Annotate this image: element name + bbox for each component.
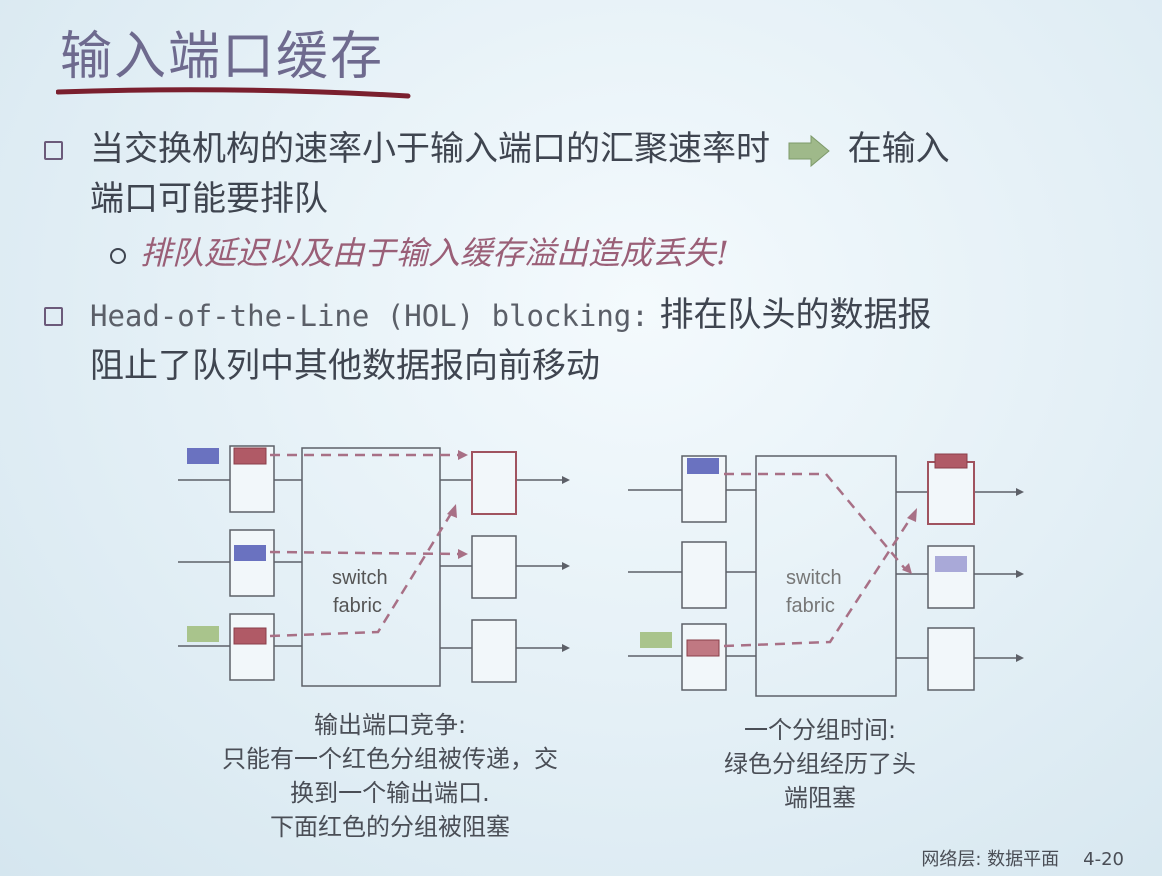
hol-term: Head-of-the-Line (HOL) blocking: <box>90 299 649 333</box>
bullet-2: Head-of-the-Line (HOL) blocking: 排在队头的数据… <box>44 290 1104 391</box>
bullet-2-line-2: 阻止了队列中其他数据报向前移动 <box>90 346 600 386</box>
switch-fabric <box>301 447 441 687</box>
page-number: 4-20 <box>1083 849 1124 870</box>
packet-green <box>187 626 219 642</box>
fabric-label-1: switch <box>786 567 842 589</box>
sub-bullet: 排队延迟以及由于输入缓存溢出造成丢失! <box>110 228 729 274</box>
bullet-2-text: 排在队头的数据报 <box>648 295 932 335</box>
caption-left: 输出端口竞争: 只能有一个红色分组被传递，交 换到一个输出端口. 下面红色的分组… <box>180 708 600 844</box>
fabric-label-1: switch <box>332 567 388 589</box>
bullet-1: 当交换机构的速率小于输入端口的汇聚速率时 在输入 端口可能要排队 <box>44 124 1074 224</box>
output-port-1 <box>471 451 517 515</box>
dashed-path-2 <box>269 550 459 556</box>
packet-blue <box>187 448 219 464</box>
title-underline <box>56 87 411 99</box>
caption-left-line-2: 只能有一个红色分组被传递，交 <box>222 745 558 773</box>
input-port-3 <box>681 623 727 691</box>
bullet-1-text-after: 在输入 <box>847 129 950 169</box>
packet-blue <box>687 458 719 474</box>
caption-left-line-4: 下面红色的分组被阻塞 <box>270 813 510 841</box>
packet-red <box>233 627 267 645</box>
bullet-1-line-2: 端口可能要排队 <box>90 179 328 219</box>
slide-title: 输入端口缓存 <box>60 27 385 87</box>
caption-right: 一个分组时间: 绿色分组经历了头 端阻塞 <box>690 713 950 815</box>
dashed-path-1 <box>724 472 907 571</box>
output-port-1 <box>927 461 975 525</box>
right-arrow-icon <box>788 134 830 168</box>
packet-blue <box>234 545 266 561</box>
dashed-path-2 <box>723 515 914 648</box>
square-bullet-icon <box>44 307 63 326</box>
caption-left-line-3: 换到一个输出端口. <box>290 779 490 807</box>
switch-fabric <box>755 455 897 697</box>
footer-section: 网络层: 数据平面 <box>921 849 1060 870</box>
packet-green <box>640 632 672 648</box>
square-bullet-icon <box>44 141 63 160</box>
input-port-2 <box>229 529 275 597</box>
input-port-2 <box>681 541 727 609</box>
packet-red <box>233 447 267 465</box>
caption-right-line-2: 绿色分组经历了头 <box>724 750 916 778</box>
packet-blue-delivered <box>935 556 967 572</box>
output-port-3 <box>927 627 975 691</box>
fabric-label-2: fabric <box>786 595 835 617</box>
input-port-3 <box>229 613 275 681</box>
caption-right-line-3: 端阻塞 <box>784 784 856 812</box>
output-port-2 <box>927 545 975 609</box>
caption-right-line-1: 一个分组时间: <box>743 716 897 744</box>
output-port-3 <box>471 619 517 683</box>
circle-bullet-icon <box>110 247 126 264</box>
slide-footer: 网络层: 数据平面 4-20 <box>921 845 1124 871</box>
dashed-path-3 <box>269 511 454 638</box>
fabric-label-2: fabric <box>333 595 382 617</box>
output-port-2 <box>471 535 517 599</box>
diagram-right: switch fabric <box>628 453 1024 697</box>
caption-left-line-1: 输出端口竞争: <box>313 711 467 739</box>
packet-red <box>686 639 720 657</box>
packet-red <box>934 453 968 469</box>
sub-bullet-text: 排队延迟以及由于输入缓存溢出造成丢失! <box>140 234 729 272</box>
bullet-1-text: 当交换机构的速率小于输入端口的汇聚速率时 <box>90 129 770 169</box>
diagram-left: switch fabric <box>178 445 570 687</box>
